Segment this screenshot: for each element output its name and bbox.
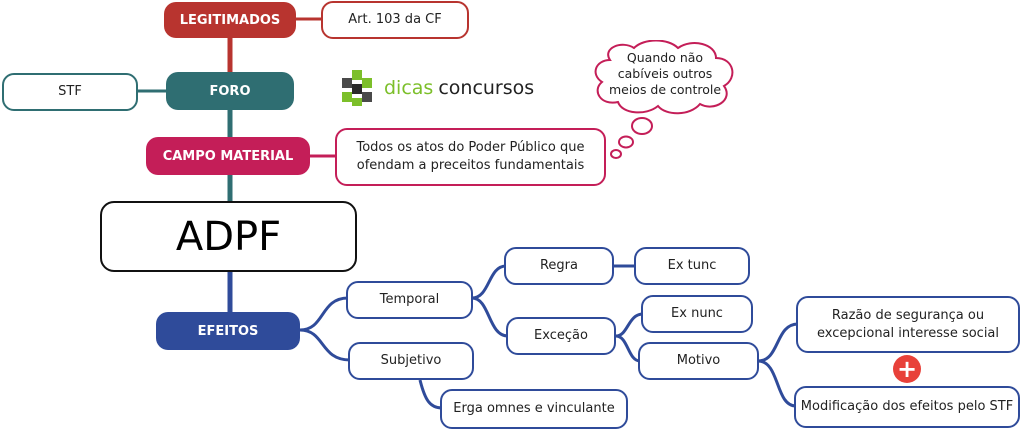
- link-excecao-exnunc: [615, 312, 644, 338]
- link-subjetivo-erga: [418, 379, 443, 410]
- plus-symbol: +: [896, 355, 918, 383]
- motivo-label: Motivo: [676, 353, 721, 368]
- legitimados-detail-text: Art. 103 da CF: [348, 12, 442, 27]
- adpf-title: ADPF: [175, 213, 282, 260]
- ex-nunc-node: Ex nunc: [641, 295, 753, 333]
- foro-detail-text: STF: [58, 84, 82, 99]
- thought-bubble-text: Quando não cabíveis outros meios de cont…: [600, 44, 730, 104]
- cube-logo-icon: [342, 70, 372, 106]
- adpf-central-node: ADPF: [100, 201, 357, 272]
- excecao-label: Exceção: [534, 328, 588, 343]
- reason-2-node: Modificação dos efeitos pelo STF: [794, 386, 1020, 428]
- regra-label: Regra: [539, 258, 578, 273]
- reason-1-line-2: excepcional interesse social: [816, 325, 1000, 341]
- foro-detail: STF: [2, 73, 138, 111]
- thought-line-2: cabíveis outros: [617, 66, 713, 81]
- excecao-node: Exceção: [506, 317, 616, 355]
- thought-bubble-icon: [594, 40, 734, 115]
- thought-line-1: Quando não: [626, 50, 704, 65]
- subjetivo-node: Subjetivo: [348, 342, 474, 380]
- efeitos-node: EFEITOS: [156, 312, 300, 350]
- reason-1-node: Razão de segurança ou excepcional intere…: [796, 296, 1020, 353]
- ex-tunc-label: Ex tunc: [667, 258, 717, 273]
- campo-material-node: CAMPO MATERIAL: [146, 137, 310, 175]
- reason-1-line-1: Razão de segurança ou: [831, 307, 985, 323]
- link-motivo-reason2: [757, 359, 797, 408]
- temporal-node: Temporal: [346, 281, 473, 319]
- erga-omnes-label: Erga omnes e vinculante: [453, 401, 615, 416]
- legitimados-label: LEGITIMADOS: [179, 12, 281, 28]
- plus-icon: +: [893, 355, 921, 383]
- campo-detail-line-1: Todos os atos do Poder Público que: [356, 140, 585, 155]
- legitimados-node: LEGITIMADOS: [164, 2, 296, 38]
- thought-bubble-tail-icon: [610, 117, 653, 159]
- reason-2-label: Modificação dos efeitos pelo STF: [800, 399, 1014, 414]
- motivo-node: Motivo: [638, 342, 759, 380]
- logo-word-concursos: concursos: [438, 77, 535, 99]
- link-efeitos-subjetivo: [299, 328, 351, 362]
- temporal-label: Temporal: [379, 292, 440, 307]
- subjetivo-label: Subjetivo: [380, 353, 442, 368]
- campo-material-label: CAMPO MATERIAL: [162, 148, 294, 164]
- link-temporal-regra: [471, 264, 507, 300]
- thought-line-3: meios de controle: [608, 82, 722, 97]
- foro-label: FORO: [209, 83, 251, 99]
- link-temporal-excecao: [471, 296, 509, 338]
- link-excecao-motivo: [615, 334, 641, 363]
- legitimados-detail: Art. 103 da CF: [321, 1, 469, 39]
- regra-node: Regra: [504, 247, 614, 285]
- erga-omnes-node: Erga omnes e vinculante: [440, 389, 628, 429]
- link-efeitos-temporal: [299, 296, 349, 332]
- foro-node: FORO: [166, 72, 294, 110]
- ex-tunc-node: Ex tunc: [634, 247, 750, 285]
- ex-nunc-label: Ex nunc: [671, 306, 723, 321]
- efeitos-label: EFEITOS: [197, 323, 259, 339]
- campo-detail-line-2: ofendam a preceitos fundamentais: [356, 158, 585, 173]
- campo-material-detail: Todos os atos do Poder Público que ofend…: [335, 128, 606, 186]
- brand-logo: dicas concursos: [338, 68, 534, 108]
- logo-word-dicas: dicas: [384, 77, 434, 99]
- link-motivo-reason1: [757, 322, 799, 363]
